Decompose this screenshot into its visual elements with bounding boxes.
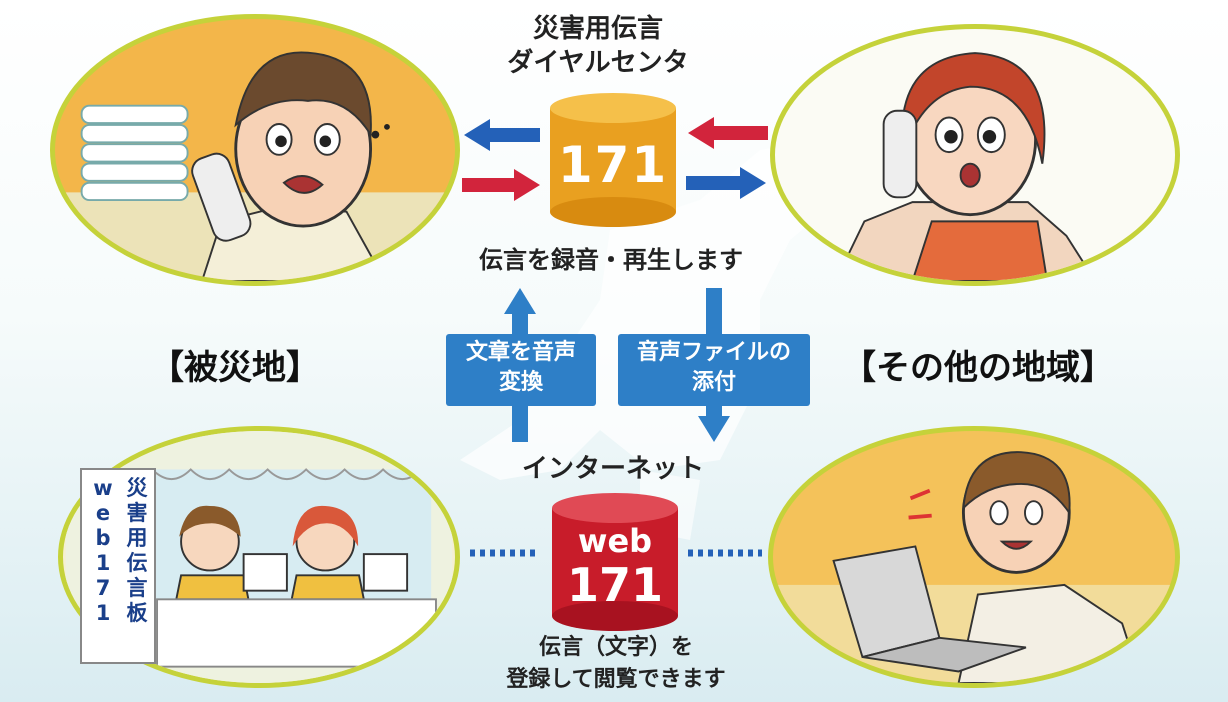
phone-handset <box>191 152 252 242</box>
center-title: 災害用伝言 ダイヤルセンタ <box>478 12 718 80</box>
laptop <box>832 545 1027 673</box>
arrow-to-left-blue <box>464 119 540 151</box>
text-to-speech-line1: 文章を音声 <box>465 340 576 365</box>
red-cylinder <box>552 493 678 631</box>
center-title-line1: 災害用伝言 <box>532 14 663 44</box>
center-caption: 伝言を録音・再生します <box>479 246 743 274</box>
center-number-171: 171 <box>557 136 669 194</box>
audio-attachment-box: 音声ファイルの 添付 <box>618 334 810 406</box>
arrow-to-center-red <box>462 169 540 201</box>
audio-attachment-line2: 添付 <box>691 370 736 395</box>
bottom-caption: 伝言（文字）を 登録して閲覧できます <box>466 632 766 696</box>
scene-laptop-user <box>768 426 1180 688</box>
center-title-line2: ダイヤルセンタ <box>507 48 689 78</box>
stacked-towels <box>80 104 189 202</box>
bottom-caption-line1: 伝言（文字）を <box>538 635 693 660</box>
orange-cylinder <box>550 93 676 227</box>
text-to-speech-line2: 変換 <box>498 370 543 395</box>
web-badge-number: 171 <box>566 558 664 612</box>
scene-disaster-area-caller <box>50 14 460 286</box>
dial-center-drum-171: 171 <box>548 92 678 228</box>
arrow-to-center-red-right <box>688 117 768 149</box>
sign-text-board: 災害用伝言板 <box>126 476 148 625</box>
web-badge-text: web <box>577 522 653 560</box>
text-to-speech-box: 文章を音声 変換 <box>446 334 596 406</box>
arrow-to-right-blue <box>686 167 766 199</box>
region-label-disaster-area: 【被災地】 <box>150 348 320 388</box>
region-label-other-areas: 【その他の地域】 <box>842 348 1114 388</box>
web171-drum: web 171 <box>550 492 680 632</box>
bottom-caption-line2: 登録して閲覧できます <box>506 667 726 692</box>
laptop-man-illustration <box>775 451 1173 683</box>
worried-man-illustration <box>57 51 453 281</box>
woman-phone-illustration <box>834 52 1097 281</box>
audio-attachment-line1: 音声ファイルの <box>636 340 791 365</box>
internet-label: インターネット <box>521 454 704 484</box>
sign-column-right: 災害用伝言板 <box>124 476 150 626</box>
scene-other-region-caller <box>770 24 1180 286</box>
